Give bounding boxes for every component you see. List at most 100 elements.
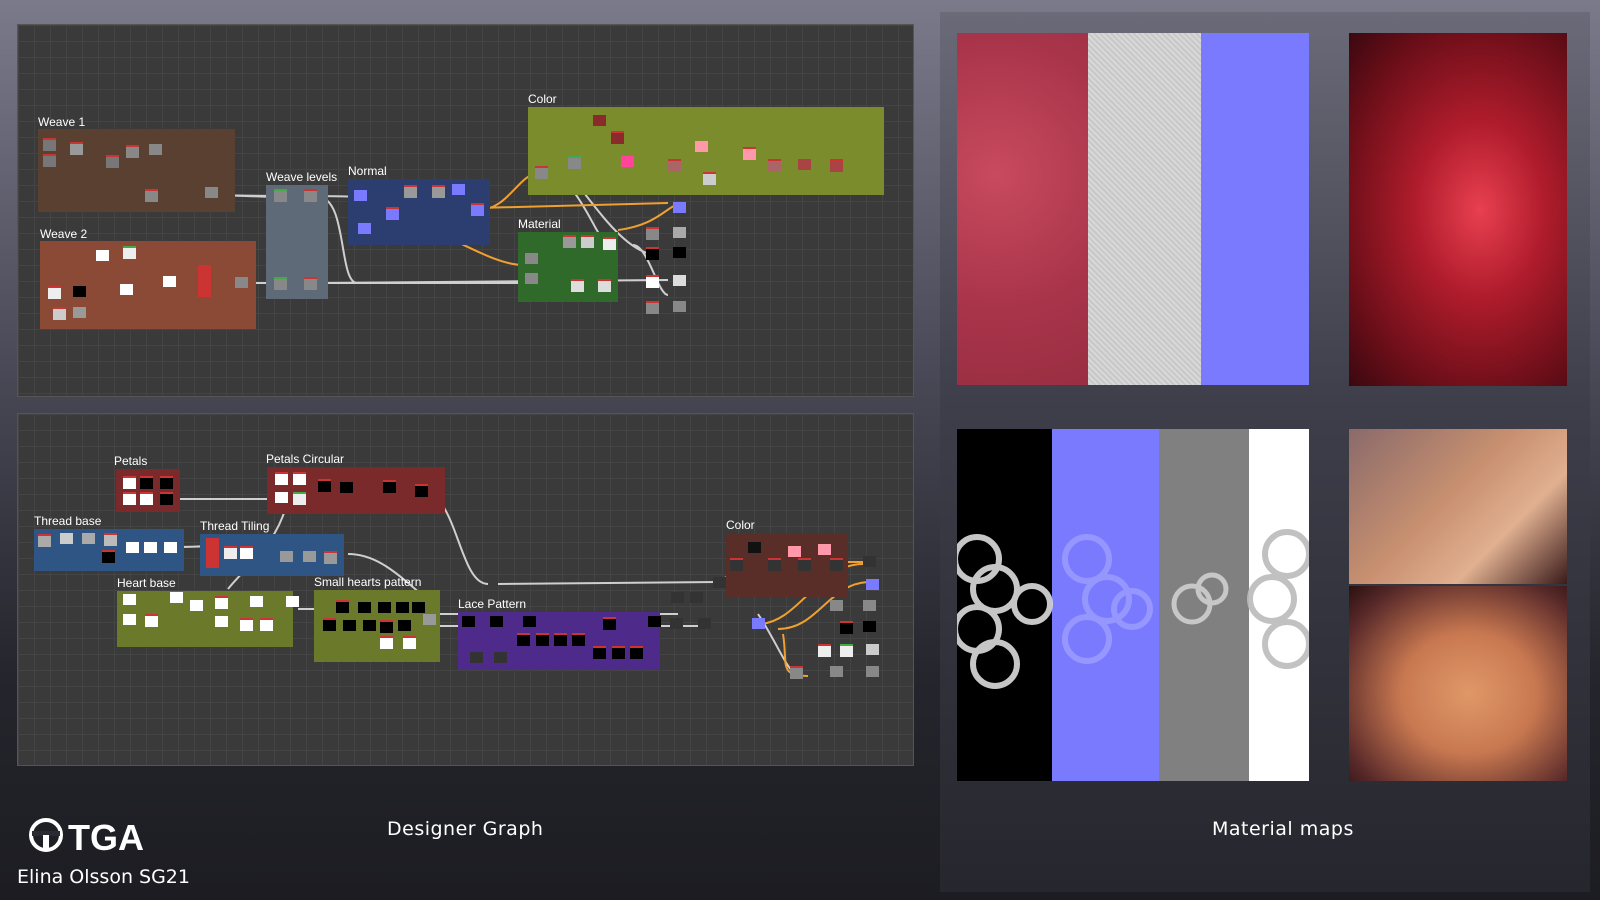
node[interactable]	[752, 618, 765, 629]
node[interactable]	[304, 189, 317, 202]
node[interactable]	[160, 476, 173, 489]
node[interactable]	[149, 144, 162, 155]
node[interactable]	[768, 159, 781, 172]
node[interactable]	[145, 189, 158, 202]
node[interactable]	[525, 253, 538, 264]
node[interactable]	[190, 600, 203, 611]
node[interactable]	[215, 596, 228, 609]
node[interactable]	[198, 265, 211, 297]
node[interactable]	[798, 558, 811, 571]
node[interactable]	[123, 594, 136, 605]
node[interactable]	[38, 534, 51, 547]
node[interactable]	[144, 542, 157, 553]
node[interactable]	[863, 556, 876, 567]
node[interactable]	[452, 184, 465, 195]
node[interactable]	[304, 277, 317, 290]
node[interactable]	[120, 284, 133, 295]
node[interactable]	[866, 644, 879, 655]
node[interactable]	[646, 301, 659, 314]
node[interactable]	[830, 600, 843, 611]
node[interactable]	[572, 633, 585, 646]
node[interactable]	[412, 602, 425, 613]
node[interactable]	[603, 617, 616, 630]
node[interactable]	[275, 472, 288, 485]
node[interactable]	[343, 620, 356, 631]
node[interactable]	[240, 618, 253, 631]
node[interactable]	[378, 602, 391, 613]
node[interactable]	[250, 596, 263, 607]
node[interactable]	[571, 279, 584, 292]
node[interactable]	[104, 533, 117, 546]
node[interactable]	[671, 592, 684, 603]
node[interactable]	[471, 203, 484, 216]
node[interactable]	[280, 551, 293, 562]
node[interactable]	[673, 227, 686, 238]
node[interactable]	[863, 600, 876, 611]
node[interactable]	[396, 602, 409, 613]
node[interactable]	[275, 492, 288, 503]
node[interactable]	[670, 618, 683, 629]
node[interactable]	[673, 275, 686, 286]
node[interactable]	[160, 492, 173, 505]
node[interactable]	[123, 246, 136, 259]
node[interactable]	[404, 185, 417, 198]
node[interactable]	[840, 644, 853, 657]
node[interactable]	[48, 286, 61, 299]
node[interactable]	[525, 273, 538, 284]
node[interactable]	[106, 155, 119, 168]
node[interactable]	[673, 301, 686, 312]
node[interactable]	[96, 250, 109, 261]
node[interactable]	[205, 187, 218, 198]
node[interactable]	[318, 479, 331, 492]
node[interactable]	[43, 138, 56, 151]
node[interactable]	[123, 492, 136, 505]
node[interactable]	[646, 227, 659, 240]
node[interactable]	[730, 558, 743, 571]
node[interactable]	[523, 616, 536, 627]
node[interactable]	[293, 472, 306, 485]
node[interactable]	[830, 558, 843, 571]
node[interactable]	[53, 307, 66, 320]
node[interactable]	[386, 207, 399, 220]
node[interactable]	[494, 652, 507, 663]
node[interactable]	[102, 550, 115, 563]
node[interactable]	[788, 546, 801, 557]
node[interactable]	[611, 131, 624, 144]
node[interactable]	[260, 618, 273, 631]
node[interactable]	[598, 279, 611, 292]
node[interactable]	[673, 247, 686, 258]
node[interactable]	[126, 542, 139, 553]
node[interactable]	[798, 159, 811, 170]
node[interactable]	[593, 646, 606, 659]
node[interactable]	[490, 616, 503, 627]
node[interactable]	[818, 544, 831, 555]
node[interactable]	[293, 492, 306, 505]
node[interactable]	[695, 141, 708, 152]
node[interactable]	[303, 551, 316, 562]
node[interactable]	[866, 666, 879, 677]
node[interactable]	[43, 154, 56, 167]
node[interactable]	[673, 202, 686, 213]
node[interactable]	[380, 620, 393, 633]
node[interactable]	[286, 596, 299, 607]
node[interactable]	[215, 616, 228, 627]
node[interactable]	[363, 620, 376, 631]
node[interactable]	[82, 533, 95, 544]
node[interactable]	[593, 115, 606, 126]
node[interactable]	[126, 145, 139, 158]
node[interactable]	[703, 172, 716, 185]
node[interactable]	[140, 476, 153, 489]
node[interactable]	[235, 277, 248, 288]
node[interactable]	[630, 646, 643, 659]
node[interactable]	[830, 666, 843, 677]
node[interactable]	[323, 618, 336, 631]
node[interactable]	[206, 538, 219, 568]
node[interactable]	[748, 542, 761, 553]
node[interactable]	[170, 592, 183, 603]
node[interactable]	[612, 646, 625, 659]
node[interactable]	[73, 286, 86, 297]
node[interactable]	[274, 189, 287, 202]
node[interactable]	[123, 614, 136, 625]
node[interactable]	[383, 480, 396, 493]
node[interactable]	[336, 600, 349, 613]
